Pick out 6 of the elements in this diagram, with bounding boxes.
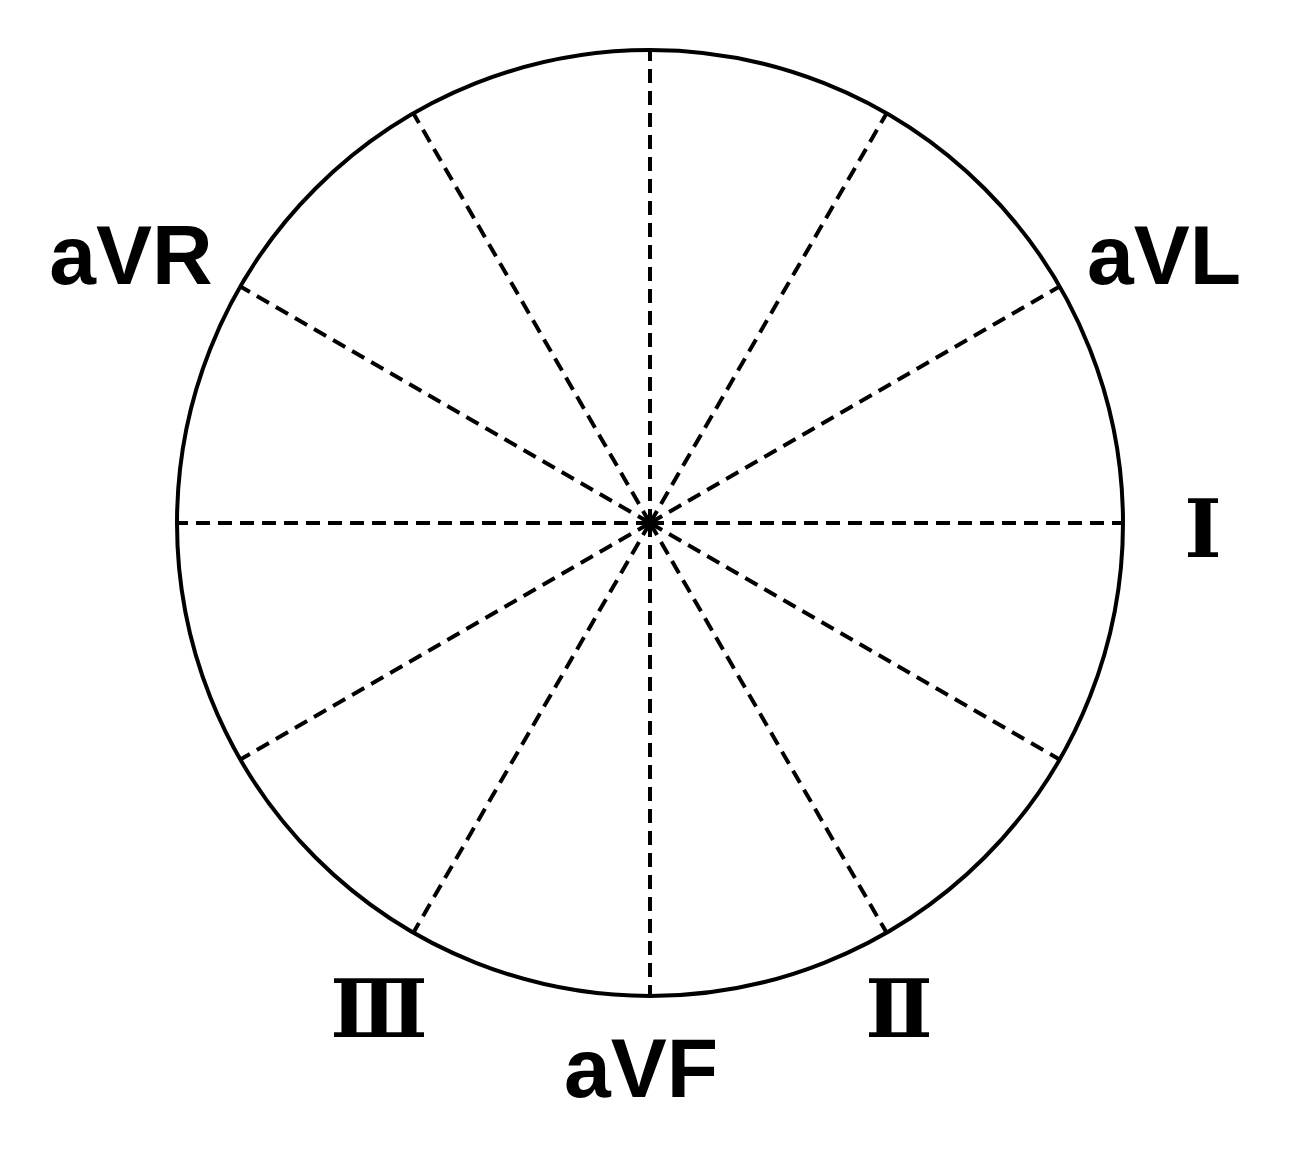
lead-label: aVF (563, 1026, 719, 1110)
lead-label: aVL (1086, 213, 1242, 297)
lead-label: Ⅱ (865, 969, 933, 1049)
lead-label: Ⅰ (1184, 489, 1222, 569)
lead-label: Ⅲ (330, 969, 428, 1049)
lead-label: aVR (49, 213, 213, 297)
